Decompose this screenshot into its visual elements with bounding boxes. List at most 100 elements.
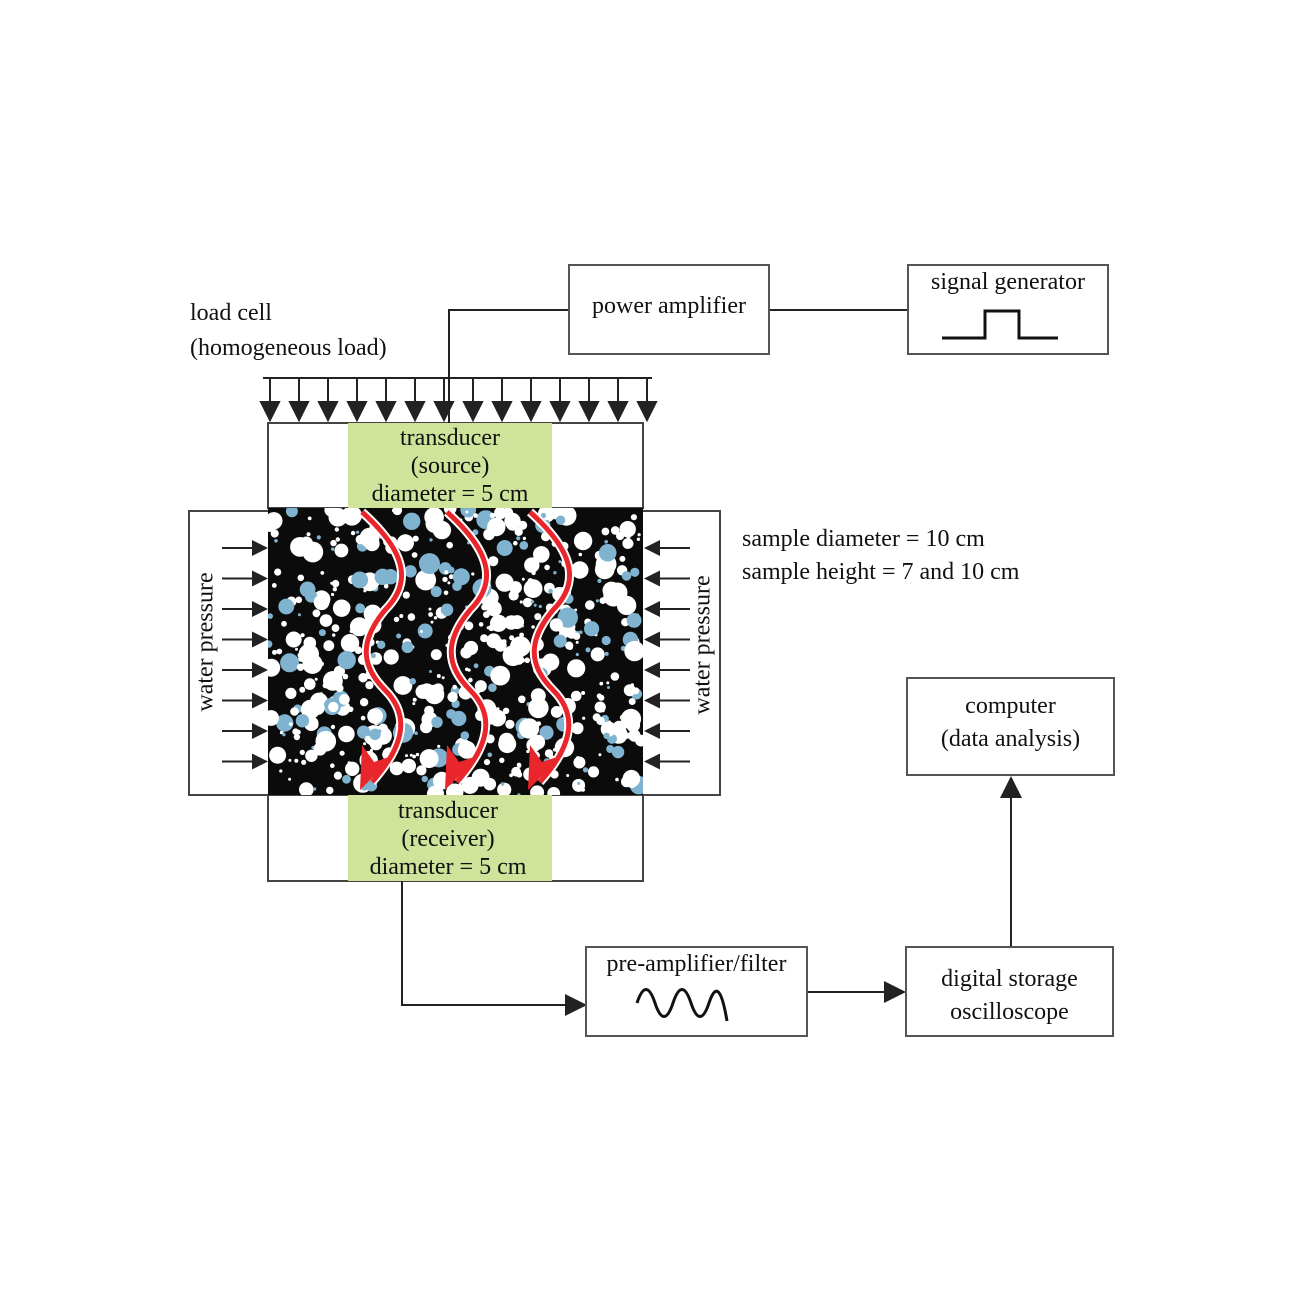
sample-grain (319, 692, 324, 697)
water-pressure-arrows-left (222, 540, 268, 770)
sample-grain (518, 695, 526, 704)
sample-grain (624, 640, 643, 662)
transducer-receiver-line1: transducer (398, 798, 498, 824)
sample-grain (637, 533, 641, 537)
sample-grain (374, 568, 391, 585)
sample-grain (268, 640, 273, 648)
sample-grain (331, 624, 340, 632)
sample-grain (424, 684, 445, 705)
water-pressure-arrowhead (252, 753, 268, 770)
sample-grain (440, 613, 444, 617)
water-pressure-arrowhead (644, 631, 660, 648)
sample-grain (530, 734, 546, 750)
sample-grain (326, 786, 334, 795)
sample-grain (489, 512, 496, 519)
connector-receiver-to-preamp (401, 881, 587, 1016)
sample-grain (522, 597, 533, 608)
sample-grain (622, 538, 634, 549)
sample-grain (521, 577, 525, 581)
sample-grain (526, 749, 530, 754)
sample-grain (582, 716, 586, 720)
sample-grain (493, 557, 499, 562)
sample-grain (555, 515, 566, 525)
sample-grain (472, 529, 479, 536)
sample-grain (396, 534, 414, 552)
water-pressure-arrows-right (644, 540, 690, 770)
sample-grain (285, 508, 298, 518)
sample-grain (330, 724, 336, 730)
sample-grain (305, 749, 318, 762)
wave-path-1 (360, 510, 405, 784)
sample-grain (430, 649, 442, 661)
wave-path-2 (445, 510, 490, 784)
sample-grain (488, 624, 495, 632)
sample-grain (513, 540, 518, 546)
sample-grain (452, 568, 470, 586)
granular-sample (268, 508, 643, 795)
sample-grain (522, 536, 527, 541)
sample-grain (483, 759, 491, 766)
sample-grain (452, 684, 458, 690)
sample-grain (558, 560, 562, 564)
sample-height-text: sample height = 7 and 10 cm (742, 559, 1020, 585)
sample-grain (414, 731, 418, 735)
sample-grain (328, 701, 339, 713)
sample-grain (339, 694, 350, 705)
sample-grain (332, 587, 337, 592)
wave-path-3 (528, 510, 573, 784)
sample-grain (319, 614, 333, 627)
sample-grain (304, 678, 316, 690)
sample-grain (402, 591, 410, 599)
sample-grain (628, 698, 636, 705)
connector-amplifier-to-source (448, 309, 569, 423)
sample-grain (622, 717, 628, 723)
sample-grain (424, 705, 434, 716)
water-pressure-arrowhead (252, 570, 268, 587)
sample-grain (371, 581, 375, 585)
sample-grain (528, 697, 549, 719)
sample-grain (572, 778, 586, 792)
sample-grain (506, 517, 520, 531)
sample-grain (331, 592, 335, 597)
sample-grain (415, 684, 430, 699)
sample-grain (544, 749, 554, 758)
sample-grain (279, 769, 283, 773)
load-arrowhead (462, 401, 484, 423)
sample-grain (299, 686, 306, 693)
sample-grain (599, 681, 604, 686)
sample-grain (572, 632, 581, 640)
sample-grain (465, 510, 469, 514)
sample-grain (330, 581, 334, 585)
sample-grain (624, 732, 631, 739)
sample-grain (519, 600, 523, 604)
water-pressure-arrowhead (644, 723, 660, 739)
sample-grain (617, 730, 621, 734)
sample-grain (428, 612, 433, 617)
sample-grain (285, 687, 297, 700)
sample-grain (347, 644, 352, 649)
sample-grain (419, 553, 440, 575)
signal-generator-label: signal generator (931, 269, 1085, 295)
sample-grain (296, 663, 305, 671)
sample-grain (630, 567, 640, 577)
sample-grain (542, 653, 560, 671)
transducer-source-line1: transducer (400, 425, 500, 451)
sample-grain (575, 652, 579, 657)
sample-grain (315, 730, 337, 752)
sample-grain (598, 753, 602, 757)
sample-grain (337, 650, 356, 670)
sample-grain (524, 657, 530, 664)
sample-grain (463, 571, 468, 576)
load-arrows (259, 377, 658, 423)
sample-grain (305, 647, 316, 658)
sample-grain (294, 758, 299, 763)
sample-grain (328, 508, 348, 527)
sample-grain (363, 589, 367, 593)
transducer-receiver (348, 795, 552, 881)
sample-grain (307, 516, 312, 521)
sample-grain (597, 578, 602, 584)
sample-grain (577, 781, 581, 785)
sample-grain (409, 678, 417, 685)
sample-grain (351, 571, 369, 589)
sample-grain (601, 635, 611, 646)
